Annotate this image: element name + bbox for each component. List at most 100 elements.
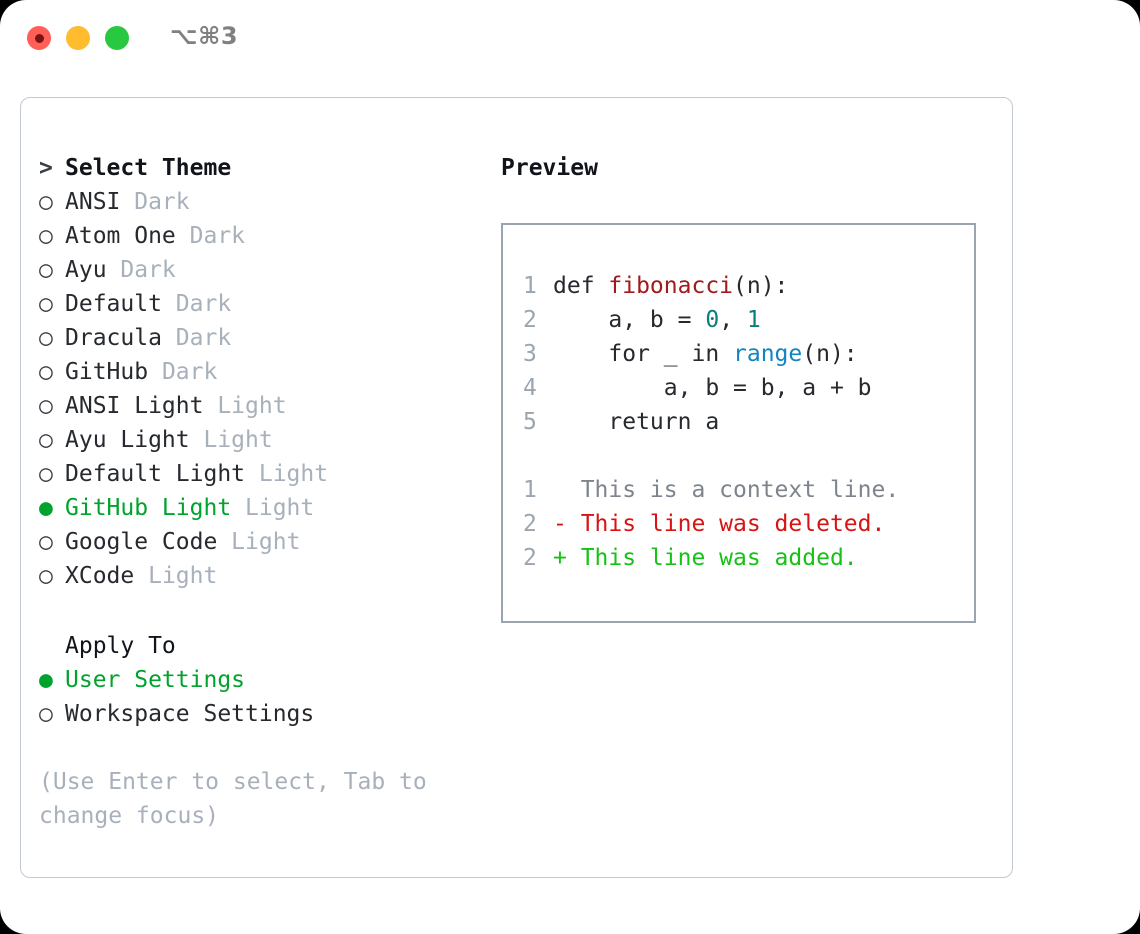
apply-to-label: Apply To [65, 633, 176, 659]
diff-text: - This line was deleted. [553, 511, 886, 537]
theme-variant-badge: Light [217, 529, 301, 555]
theme-variant-badge: Dark [148, 359, 218, 385]
theme-variant-badge: Light [134, 563, 218, 589]
code-token: 0 [705, 307, 720, 333]
apply-to-item[interactable]: ● User Settings [39, 663, 479, 697]
spacer [523, 439, 974, 473]
theme-name: Ayu Light [65, 427, 190, 453]
theme-name: GitHub Light [65, 495, 232, 521]
radio-unselected-icon: ○ [39, 359, 53, 385]
apply-to-item[interactable]: ○ Workspace Settings [39, 697, 479, 731]
apply-to-label: Workspace Settings [65, 701, 315, 727]
select-theme-label: Select Theme [65, 155, 232, 181]
theme-list-item[interactable]: ○Atom One Dark [39, 219, 479, 253]
maximize-button[interactable] [105, 26, 129, 50]
radio-unselected-icon: ○ [39, 461, 53, 487]
theme-variant-badge: Light [245, 461, 329, 487]
theme-list-item[interactable]: ○ ANSI Light Light [39, 389, 479, 423]
radio-selected-icon: ● [39, 667, 53, 693]
theme-variant-badge: Dark [161, 291, 232, 317]
theme-name: Default Light [65, 461, 246, 487]
radio-unselected-icon: ○ [39, 427, 53, 453]
radio-unselected-icon: ○ [39, 257, 53, 283]
line-number: 2 [523, 545, 537, 571]
minimize-button[interactable] [66, 26, 90, 50]
keyboard-hint: (Use Enter to select, Tab to change focu… [39, 769, 441, 829]
theme-list-item[interactable]: ○ANSI Dark [39, 185, 479, 219]
code-line: 3 for _ in range(n): [523, 337, 974, 371]
theme-name: XCode [65, 563, 135, 589]
line-number: 1 [523, 273, 537, 299]
close-button[interactable] [27, 26, 51, 50]
preview-title: Preview [501, 155, 598, 181]
theme-list-item[interactable]: ○ Ayu Light Light [39, 423, 479, 457]
apply-to-label: User Settings [65, 667, 246, 693]
window-controls [27, 26, 129, 50]
theme-name: Google Code [65, 529, 218, 555]
apply-to-list: ● User Settings ○ Workspace Settings [39, 663, 479, 731]
radio-unselected-icon: ○ [39, 223, 53, 249]
select-theme-header: > Select Theme [39, 151, 479, 185]
theme-variant-badge: Dark [106, 257, 176, 283]
code-token: (n): [733, 273, 789, 299]
radio-unselected-icon: ○ [39, 291, 53, 317]
code-token: a, b = [553, 307, 706, 333]
radio-unselected-icon: ○ [39, 393, 53, 419]
theme-variant-badge: Light [189, 427, 273, 453]
theme-name: Dracula [65, 325, 162, 351]
theme-list-item[interactable]: ○ Ayu Dark [39, 253, 479, 287]
theme-list-item[interactable]: ○ Default Light Light [39, 457, 479, 491]
diff-text: This is a context line. [553, 477, 900, 503]
diff-line: 1 This is a context line. [523, 473, 974, 507]
diff-line: 2 - This line was deleted. [523, 507, 974, 541]
code-token: 1 [746, 307, 761, 333]
code-line: 2 a, b = 0, 1 [523, 303, 974, 337]
theme-list-item[interactable]: ○ Google Code Light [39, 525, 479, 559]
radio-unselected-icon: ○ [39, 529, 53, 555]
theme-name: GitHub [65, 359, 149, 385]
code-token: (n): [802, 341, 858, 367]
code-token: range [733, 341, 803, 367]
line-number: 5 [523, 409, 537, 435]
theme-name: ANSI [65, 189, 121, 215]
radio-selected-icon: ● [39, 495, 53, 521]
theme-name: Default [65, 291, 162, 317]
theme-list: ○ANSI Dark○Atom One Dark○Ayu Dark○Defaul… [39, 185, 479, 593]
theme-variant-badge: Light [231, 495, 315, 521]
theme-list-item[interactable]: ○Dracula Dark [39, 321, 479, 355]
caret-icon: > [39, 155, 53, 181]
window-title: ⌥⌘3 [170, 22, 239, 50]
theme-variant-badge: Dark [161, 325, 232, 351]
code-line: 4 a, b = b, a + b [523, 371, 974, 405]
line-number: 4 [523, 375, 537, 401]
code-token: a, b = b, a + b [553, 375, 872, 401]
diff-line: 2 + This line was added. [523, 541, 974, 575]
diff-text: + This line was added. [553, 545, 858, 571]
code-token: , [719, 307, 747, 333]
apply-to-header: Apply To [39, 629, 479, 663]
code-token: for _ in [553, 341, 734, 367]
theme-list-column: >Select Theme ○ANSI Dark○Atom One Dark○A… [39, 151, 479, 833]
theme-list-item[interactable]: ○ Default Dark [39, 287, 479, 321]
code-token: return a [553, 409, 720, 435]
theme-list-item[interactable]: ○ GitHub Dark [39, 355, 479, 389]
theme-variant-badge: Light [203, 393, 287, 419]
theme-name: Ayu [65, 257, 107, 283]
theme-list-item[interactable]: ● GitHub Light Light [39, 491, 479, 525]
radio-unselected-icon: ○ [39, 701, 53, 727]
theme-variant-badge: Dark [175, 223, 246, 249]
theme-selector-panel: >Select Theme ○ANSI Dark○Atom One Dark○A… [20, 97, 1013, 878]
theme-name: ANSI Light [65, 393, 204, 419]
line-number: 1 [523, 477, 537, 503]
spacer [39, 593, 479, 629]
theme-list-item[interactable]: ○XCode Light [39, 559, 479, 593]
line-number: 2 [523, 511, 537, 537]
code-line: 5 return a [523, 405, 974, 439]
theme-variant-badge: Dark [120, 189, 190, 215]
code-token: fibonacci [608, 273, 734, 299]
